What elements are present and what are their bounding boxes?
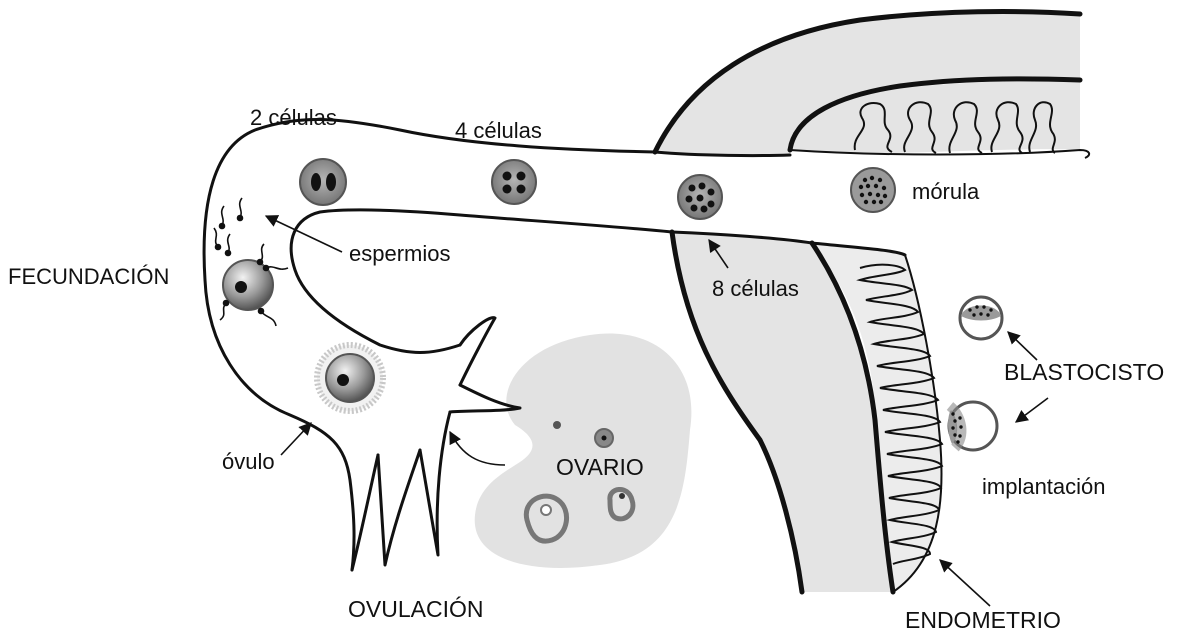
morula-cell xyxy=(851,168,895,212)
label-ovario: OVARIO xyxy=(556,456,644,479)
arrow-endometrio xyxy=(940,560,990,606)
follicle-small xyxy=(553,421,561,429)
blastocyst-1 xyxy=(960,297,1002,339)
label-2-celulas: 2 células xyxy=(250,107,337,129)
label-fecundacion: FECUNDACIÓN xyxy=(8,266,169,288)
label-8-celulas: 8 células xyxy=(712,278,799,300)
blastocyst-implanting xyxy=(948,402,997,450)
label-endometrio: ENDOMETRIO xyxy=(905,609,1061,632)
ovulated-egg xyxy=(317,345,383,411)
label-implantacion: implantación xyxy=(982,476,1106,498)
arrow-ovulo xyxy=(281,423,311,455)
label-morula: mórula xyxy=(912,181,979,203)
fimbria-5 xyxy=(352,455,378,570)
label-4-celulas: 4 células xyxy=(455,120,542,142)
four-cell-embryo xyxy=(492,160,536,204)
label-blastocisto: BLASTOCISTO xyxy=(1004,361,1164,384)
fimbria-1 xyxy=(460,318,495,385)
fimbria-4 xyxy=(378,450,420,565)
arrow-blastocisto-2 xyxy=(1016,398,1048,422)
arrow-blastocisto-1 xyxy=(1008,332,1037,360)
two-cell-embryo xyxy=(300,159,346,205)
oviduct-inner xyxy=(291,210,672,353)
arrow-ovario xyxy=(450,432,505,465)
arrow-espermios xyxy=(266,216,342,252)
fimbria-3 xyxy=(420,412,450,555)
label-ovulacion: OVULACIÓN xyxy=(348,598,483,621)
ovary xyxy=(475,333,692,567)
label-ovulo: óvulo xyxy=(222,451,275,473)
eight-cell-embryo xyxy=(678,175,722,219)
label-espermios: espermios xyxy=(349,243,450,265)
